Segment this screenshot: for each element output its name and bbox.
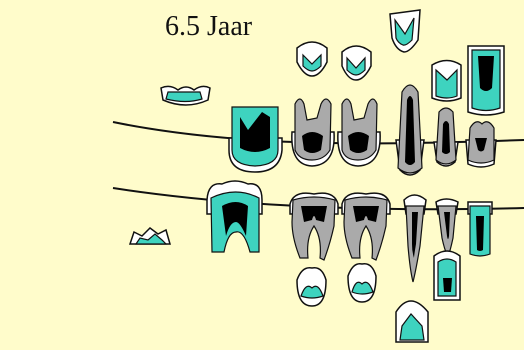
permanent-central-incisor-germ-upper [468,46,504,115]
permanent-lateral-incisor-germ-lower [434,251,460,300]
permanent-first-molar-upper [229,107,282,172]
permanent-premolar-germ-lower-1 [297,268,326,306]
deciduous-central-incisor-upper [466,122,496,167]
age-label: 6.5 Jaar [165,11,252,43]
permanent-lateral-incisor-germ-upper [432,61,461,102]
permanent-molar-germ-upper [161,86,210,105]
permanent-premolar-germ-lower-2 [348,264,376,302]
permanent-canine-germ-lower [396,301,428,342]
deciduous-central-incisor-lower [468,202,492,256]
